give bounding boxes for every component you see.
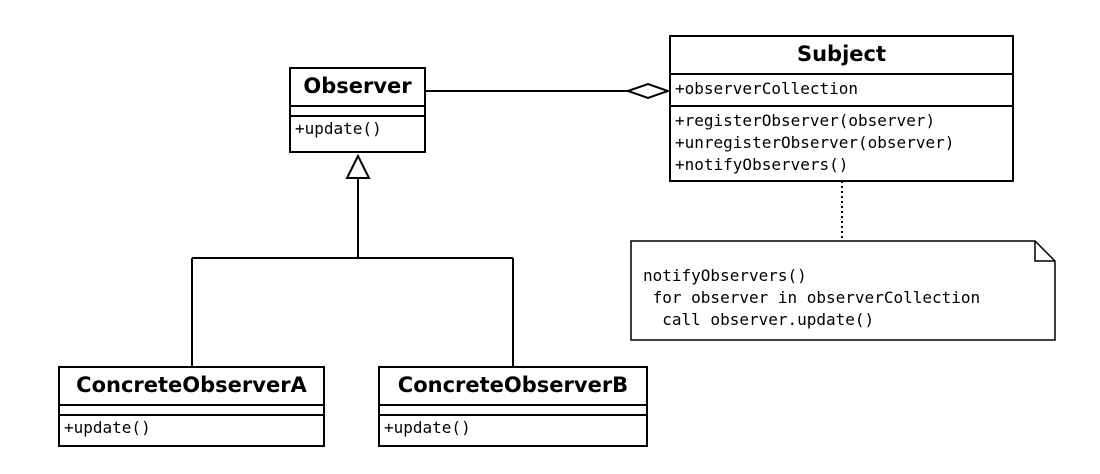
concrete-observer-b-operation-update: +update()	[384, 418, 471, 437]
concrete-observer-b-attributes	[380, 406, 646, 416]
concrete-observer-b-class: ConcreteObserverB +update()	[378, 366, 648, 447]
concrete-observer-a-operation-update: +update()	[64, 418, 151, 437]
generalization-arrowhead	[345, 153, 371, 179]
subject-operation-notify-observers: +notifyObservers()	[675, 155, 849, 174]
observer-operations: +update()	[291, 117, 424, 140]
concrete-observer-a-class: ConcreteObserverA +update()	[58, 366, 325, 447]
observer-attributes	[291, 107, 424, 117]
concrete-observer-b-class-name: ConcreteObserverB	[380, 368, 646, 406]
note-shape	[630, 240, 1056, 341]
subject-class: Subject +observerCollection +registerObs…	[669, 35, 1014, 182]
concrete-observer-a-class-name: ConcreteObserverA	[60, 368, 323, 406]
note-line: call observer.update()	[643, 310, 875, 329]
note-line: for observer in observerCollection	[643, 288, 981, 307]
subject-operations: +registerObserver(observer) +unregisterO…	[671, 107, 1012, 176]
concrete-observer-a-operations: +update()	[60, 416, 323, 439]
note-fold	[1034, 241, 1055, 262]
note: notifyObservers() for observer in observ…	[631, 241, 1055, 341]
subject-operation-unregister-observer: +unregisterObserver(observer)	[675, 133, 955, 152]
subject-attribute-observer-collection: +observerCollection	[675, 79, 859, 98]
aggregation-diamond	[624, 82, 672, 100]
observer-class-name: Observer	[291, 69, 424, 107]
subject-attributes: +observerCollection	[671, 75, 1012, 107]
concrete-observer-b-operations: +update()	[380, 416, 646, 439]
note-line: notifyObservers()	[643, 266, 807, 285]
subject-operation-register-observer: +registerObserver(observer)	[675, 111, 936, 130]
subject-class-name: Subject	[671, 37, 1012, 75]
note-text: notifyObservers() for observer in observ…	[643, 265, 980, 331]
concrete-observer-a-attributes	[60, 406, 323, 416]
observer-operation-update: +update()	[295, 119, 382, 138]
observer-class: Observer +update()	[289, 67, 426, 153]
